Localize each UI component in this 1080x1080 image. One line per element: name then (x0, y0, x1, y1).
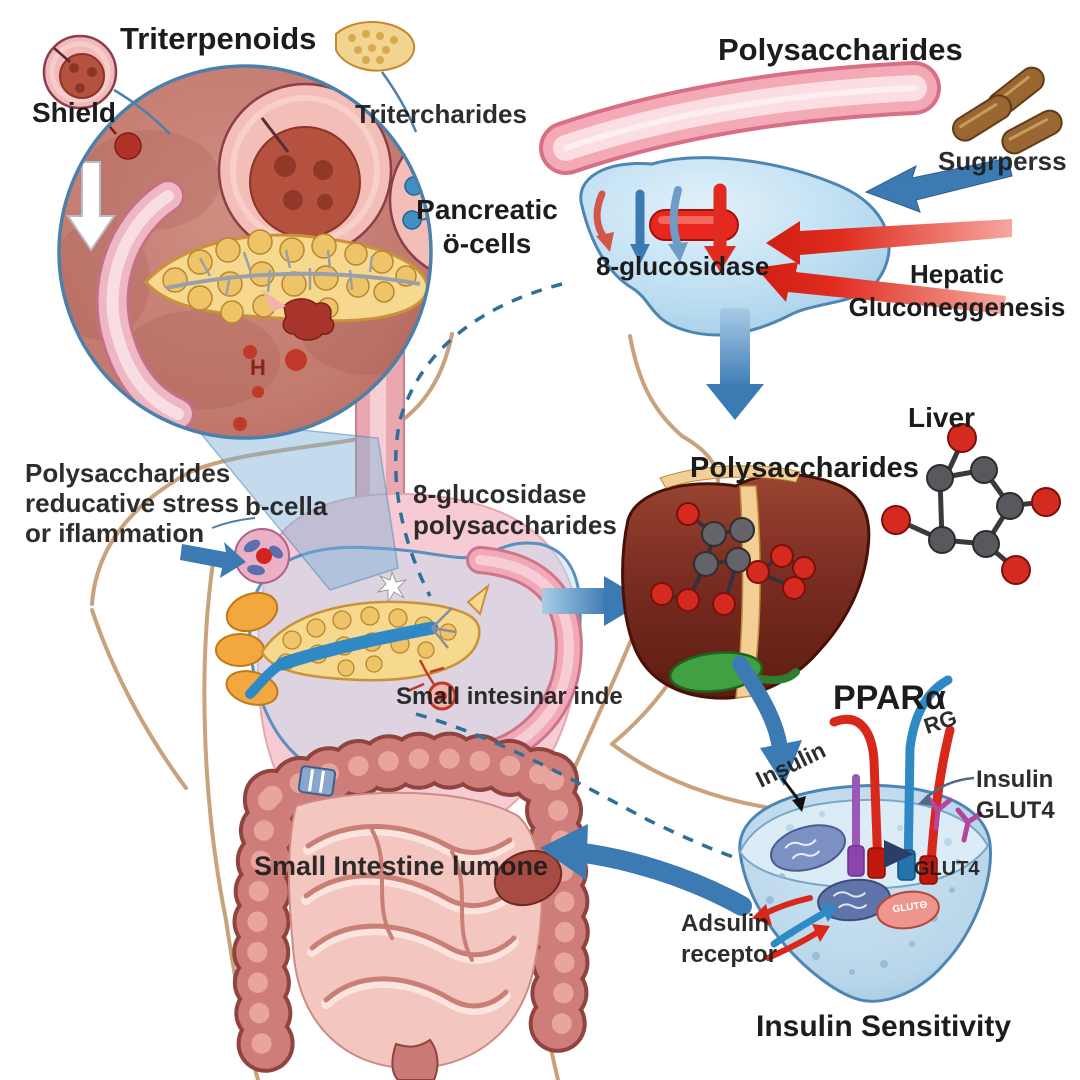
sugar-capsules-icon (952, 66, 1063, 155)
stress-arrow (180, 542, 246, 578)
ppar-label: PPARα (833, 679, 946, 717)
pancreatic-cells-label: Pancreatic ö-cells (416, 194, 558, 259)
h-marker: H (250, 355, 266, 380)
glut-vesicle (876, 890, 940, 930)
liver-polysaccharides-label: Polysaccharides (690, 452, 919, 484)
insulin-sensitivity-title: Insulin Sensitivity (756, 1010, 1012, 1043)
glucose-molecule-icon (881, 423, 1061, 585)
insulin-glut4-label: Insulin GLUT4 (976, 766, 1055, 824)
magnifier-cone (186, 417, 399, 591)
tritercharides-label: Tritercharides (355, 99, 527, 129)
small-intestine-note: Small intesinar inde (396, 683, 623, 710)
dashed-connector-bottom (415, 712, 743, 862)
hepatic-arrow-1 (766, 219, 1012, 265)
polysaccharides-top-title: Polysaccharides (718, 32, 963, 67)
glut4-label: GLUT4 (914, 858, 980, 880)
insulin-cell (738, 675, 992, 1003)
pancreas-torso (245, 570, 490, 711)
small-intestine-label: Small Intestine lumone (254, 851, 549, 881)
down-arrow (706, 308, 764, 420)
hepatic-arrow-2 (756, 262, 1006, 314)
shield-label: Shield (32, 97, 117, 128)
glut4-transporter-icons (925, 795, 983, 843)
shield-cell-icon (42, 34, 171, 135)
hepatic-label: Hepatic Gluconeggenesis (848, 259, 1066, 322)
glucosidase-poly-label: 8-glucosidase polysaccharides (413, 479, 617, 540)
pancreas-icon (335, 21, 418, 133)
oxidative-stress-label: Polysaccharides reducative stress or ifl… (25, 458, 239, 548)
glucosidase-label: 8-glucosidase (596, 251, 770, 281)
organelle-oval-1 (770, 824, 846, 872)
sugar-label: Sugrperss (938, 146, 1067, 176)
intestines (232, 731, 590, 1080)
vessel-uptake-arrows (593, 183, 736, 272)
colon-clamp-icon (297, 765, 337, 797)
dashed-connector-top (393, 282, 563, 597)
inset-title: Triterpenoids (120, 21, 317, 56)
liver-to-cell-arrow (732, 656, 802, 786)
liver-name-label: Liver (908, 402, 975, 433)
blood-vessel (539, 61, 941, 175)
feedback-arrow (540, 824, 752, 916)
glut4-triangle-icon (884, 840, 914, 868)
insulin-receptor-label: Adsulin receptor (681, 910, 778, 968)
b-cell-label: b-cella (245, 491, 328, 521)
magnified-inset-circle (57, 64, 433, 440)
sugar-arrow (864, 157, 1013, 213)
